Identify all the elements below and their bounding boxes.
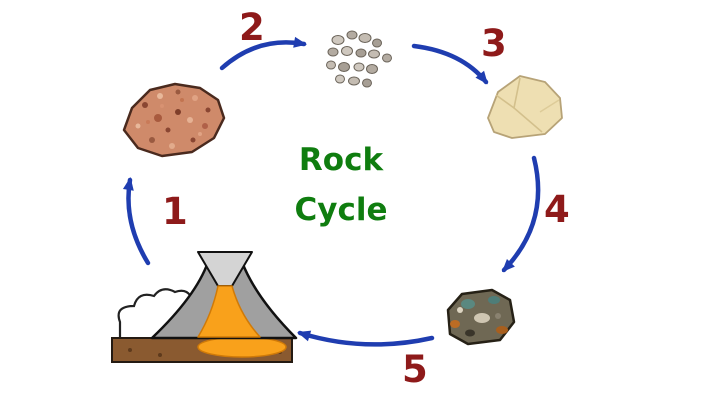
arrow-5-metamorphic-to-volcano bbox=[297, 330, 435, 347]
sedimentary-rock-icon bbox=[487, 75, 563, 139]
arrow-2-igneous-to-sediment bbox=[219, 36, 307, 71]
metamorphic-rock-icon bbox=[446, 288, 516, 346]
sediment-particles-icon bbox=[326, 30, 392, 88]
lava-pool bbox=[197, 336, 287, 358]
arrow-1-volcano-to-igneous bbox=[122, 177, 151, 266]
igneous-rock-icon bbox=[122, 82, 226, 158]
step-number-3: 3 bbox=[481, 22, 507, 65]
diagram-title: Rock Cycle bbox=[263, 136, 419, 235]
lava-flow bbox=[197, 285, 261, 338]
title-line-1: Rock bbox=[298, 142, 384, 178]
volcano-eruption-icon bbox=[111, 251, 298, 363]
cycle-arrows bbox=[122, 36, 541, 347]
arrow-4-sedimentary-to-metamorphic bbox=[501, 155, 541, 273]
arrow-3-sediment-to-sedimentary bbox=[411, 43, 489, 85]
step-number-4: 4 bbox=[544, 188, 570, 231]
step-number-5: 5 bbox=[402, 348, 428, 391]
step-number-2: 2 bbox=[239, 6, 265, 49]
step-number-1: 1 bbox=[162, 190, 188, 233]
title-line-2: Cycle bbox=[294, 191, 388, 228]
